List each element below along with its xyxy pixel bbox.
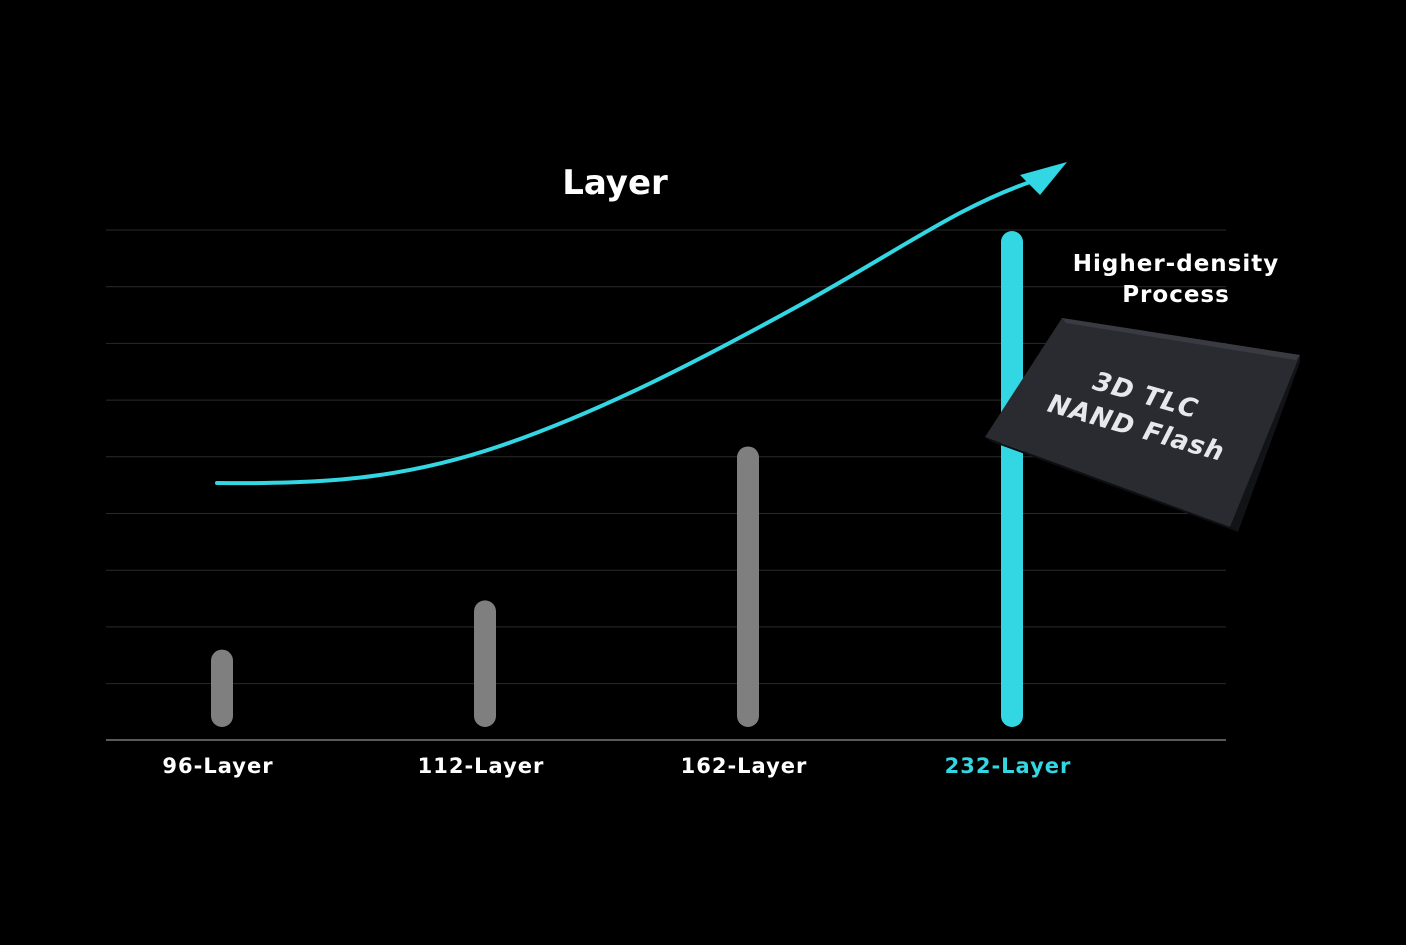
x-tick-labels: 96-Layer 112-Layer 162-Layer 232-Layer: [162, 754, 1072, 778]
x-tick-label: 112-Layer: [418, 754, 545, 778]
nand-chip-icon: 3D TLC NAND Flash: [985, 318, 1300, 532]
callout-line: Process: [1122, 282, 1230, 308]
callout-line: Higher-density: [1073, 251, 1279, 277]
chip-side-right: [1230, 355, 1300, 532]
x-tick-label: 96-Layer: [162, 754, 273, 778]
x-tick-label: 162-Layer: [681, 754, 808, 778]
bars: [211, 231, 1023, 727]
chip-top-highlight: [1062, 318, 1300, 360]
grid: [106, 229, 1226, 685]
chip-top: [985, 318, 1300, 527]
chart-title: Layer: [562, 163, 668, 203]
trend-arrow-icon: [1020, 162, 1067, 195]
x-tick-label: 232-Layer: [945, 754, 1072, 778]
chip-side: [985, 437, 1238, 532]
trend-curve: [215, 178, 1038, 486]
